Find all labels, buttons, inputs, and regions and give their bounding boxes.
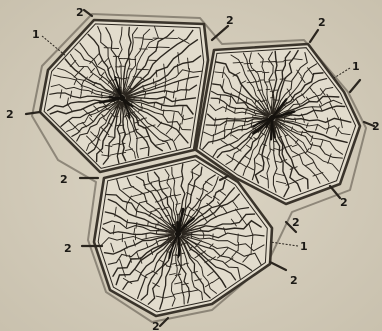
cord-anastomosis <box>281 117 282 118</box>
cord-anastomosis <box>281 124 282 126</box>
label-2-mid-left: 2 <box>60 173 68 186</box>
cord-anastomosis <box>253 115 254 118</box>
cord-anastomosis <box>132 112 135 113</box>
cord-anastomosis <box>238 234 239 242</box>
cord-anastomosis <box>247 107 248 111</box>
central-vein-lumen <box>269 115 274 120</box>
cord-anastomosis <box>171 240 172 241</box>
cord-anastomosis <box>254 111 255 114</box>
cord-anastomosis <box>182 253 185 254</box>
label-2-top-right: 2 <box>318 16 326 29</box>
cord-anastomosis <box>164 38 177 39</box>
central-vein-lumen <box>119 95 124 100</box>
cord-anastomosis <box>279 128 281 129</box>
cord-anastomosis <box>282 119 283 120</box>
cord-anastomosis <box>252 234 253 244</box>
cord-anastomosis <box>168 237 169 238</box>
cord-anastomosis <box>231 129 232 136</box>
cord-anastomosis <box>260 62 268 63</box>
cord-anastomosis <box>252 121 253 124</box>
cord-anastomosis <box>144 88 145 92</box>
cord-anastomosis <box>114 102 115 103</box>
cord-anastomosis <box>268 62 276 63</box>
cord-anastomosis <box>268 127 269 128</box>
label-2-left: 2 <box>6 108 14 121</box>
label-2-top-left: 2 <box>76 6 84 19</box>
central-vein-lumen <box>175 231 180 236</box>
label-1-lower-right: 1 <box>300 240 308 253</box>
label-2-lower-left: 2 <box>64 242 72 255</box>
cord-anastomosis <box>244 63 253 64</box>
cord-anastomosis <box>126 115 128 116</box>
label-2-bottom-right: 2 <box>290 274 298 287</box>
cord-anastomosis <box>145 91 146 94</box>
cord-anastomosis <box>242 126 243 131</box>
label-1-right: 1 <box>352 60 360 73</box>
cord-anastomosis <box>153 79 154 84</box>
cord-anastomosis <box>158 222 159 225</box>
cord-anastomosis <box>279 113 280 114</box>
label-2-right-edge: 2 <box>372 120 380 133</box>
cord-anastomosis <box>284 122 285 124</box>
label-2-right-lower: 2 <box>340 196 348 209</box>
cord-anastomosis <box>265 110 266 111</box>
cord-anastomosis <box>251 244 252 254</box>
cord-anastomosis <box>102 95 103 98</box>
label-2-inner-right: 2 <box>292 216 300 229</box>
cord-anastomosis <box>123 117 126 118</box>
cord-anastomosis <box>156 225 157 228</box>
cord-anastomosis <box>284 60 293 61</box>
cord-anastomosis <box>101 92 102 95</box>
cord-anastomosis <box>142 107 143 110</box>
cord-anastomosis <box>145 95 146 98</box>
cord-anastomosis <box>285 81 291 82</box>
cord-anastomosis <box>245 111 246 115</box>
cord-anastomosis <box>268 128 269 129</box>
cord-anastomosis <box>233 62 243 63</box>
cord-anastomosis <box>248 70 256 71</box>
cord-anastomosis <box>275 70 282 71</box>
cord-anastomosis <box>274 129 276 130</box>
label-1-top-left: 1 <box>32 28 40 41</box>
label-2-bottom: 2 <box>152 320 160 331</box>
cord-anastomosis <box>141 104 142 107</box>
label-2-top-mid: 2 <box>226 14 234 27</box>
cord-anastomosis <box>276 62 284 63</box>
